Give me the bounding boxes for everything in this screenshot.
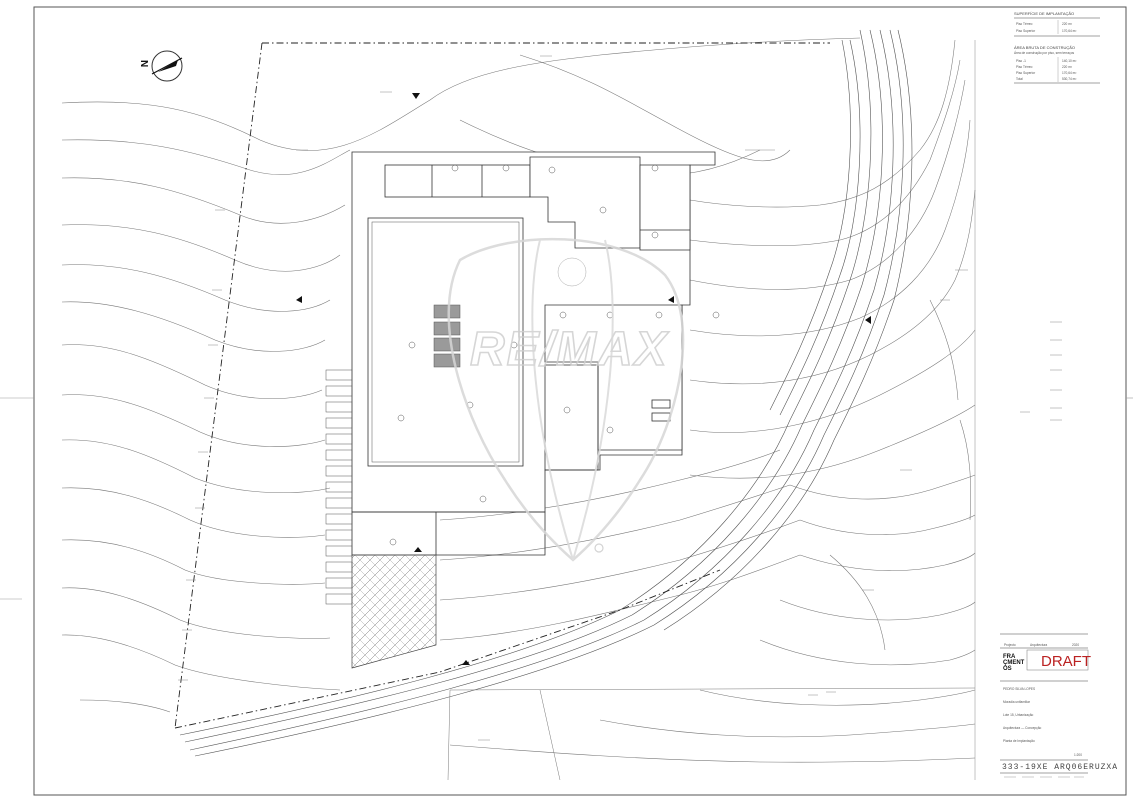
firm-logo: OS <box>1003 666 1012 672</box>
legend-row-value: 170,64 m² <box>1062 71 1076 75</box>
legend-row-value: 220 m² <box>1062 22 1072 26</box>
draft-box <box>1026 649 1089 671</box>
legend-row-value: 220 m² <box>1062 65 1072 69</box>
legend-row-label: Piso Superior <box>1016 29 1036 33</box>
contour-lines <box>61 37 976 763</box>
legend-row-label: Piso Térreo <box>1016 65 1033 69</box>
access-road <box>179 29 913 757</box>
remax-watermark: RE/MAX <box>447 237 685 562</box>
legend-subheading-2: Área de construção por piso, sem terraço… <box>1014 51 1074 55</box>
legend-row-label: Total <box>1016 77 1023 81</box>
legend-heading-1: SUPERFÍCIE DE IMPLANTAÇÃO <box>1014 11 1074 16</box>
building-footprint <box>351 151 716 556</box>
legend-row-value: 530,74 m² <box>1062 77 1076 81</box>
title-block: Projecto Arquitectura 2020 FRA ÇMENT OS … <box>1000 633 1118 778</box>
legend-row-value: 170,64 m² <box>1062 29 1076 33</box>
north-arrow: N <box>138 50 183 82</box>
project-name: PEDRO SILVA LOPES <box>1003 687 1035 691</box>
firm-logo: ÇMENT <box>1003 660 1025 666</box>
level-markers <box>389 164 720 546</box>
legend-row-label: Piso Superior <box>1016 71 1036 75</box>
firm-logo: FRA <box>1003 654 1016 660</box>
project-line: Lote 15, Urbanização <box>1003 713 1034 717</box>
legend-heading-2: ÁREA BRUTA DE CONSTRUÇÃO <box>1014 45 1075 50</box>
drawing-code: 333-19XE ARQ06ERUZXA <box>1002 763 1118 772</box>
revision-cell: Arquitectura <box>1030 643 1047 647</box>
drawing-scale: 1:200 <box>1074 753 1082 757</box>
legend-row-value: 140,10 m² <box>1062 59 1076 63</box>
legend-row-label: Piso Térreo <box>1016 22 1033 26</box>
project-line: Arquitectura — Concepção <box>1003 726 1041 730</box>
draft-stamp: DRAFT <box>1041 653 1091 670</box>
exterior-steps <box>325 369 353 605</box>
project-line: Planta de Implantação <box>1003 739 1035 743</box>
sheet-border <box>33 6 1127 796</box>
elevation-triangles <box>296 93 871 665</box>
legend-row-label: Piso -1 <box>1016 59 1026 63</box>
property-boundary <box>174 42 830 729</box>
project-line: Moradia unifamiliar <box>1003 700 1031 704</box>
north-label: N <box>138 60 149 67</box>
spot-height-marks <box>178 55 1062 741</box>
area-legend: SUPERFÍCIE DE IMPLANTAÇÃO Piso Térreo 22… <box>1014 11 1100 84</box>
paved-area <box>351 554 437 669</box>
watermark-text: RE/MAX <box>470 323 670 376</box>
revision-cell: Projecto <box>1004 643 1016 647</box>
revision-cell: 2020 <box>1072 643 1079 647</box>
